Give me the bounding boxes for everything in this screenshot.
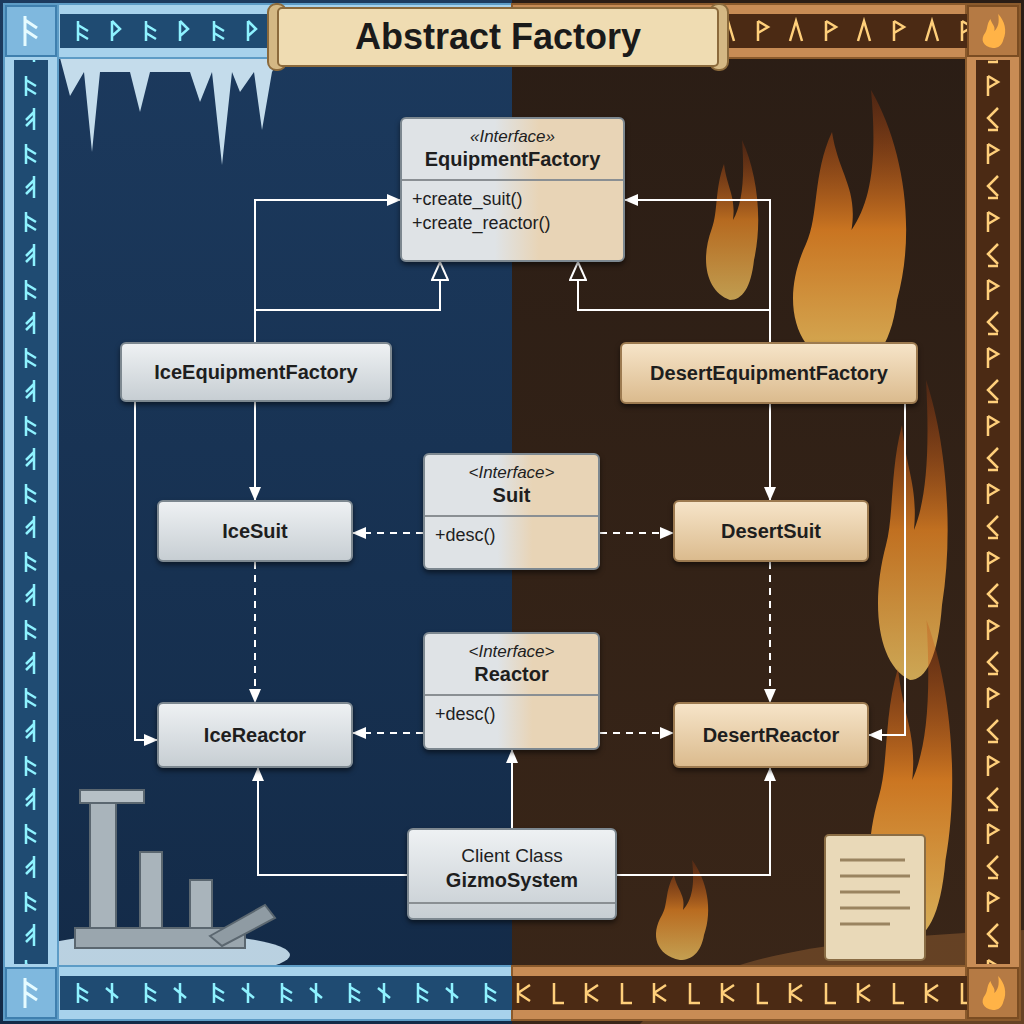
- stereotype: <Interface>: [468, 455, 554, 483]
- class-name: Reactor: [474, 662, 548, 694]
- connector: [625, 200, 770, 342]
- fire-frame: [512, 966, 1020, 1020]
- title-scroll: [278, 8, 718, 66]
- class-name: IceReactor: [204, 723, 306, 747]
- class-name: DesertEquipmentFactory: [650, 361, 888, 385]
- stereotype: <Interface>: [468, 634, 554, 662]
- flame: [878, 380, 948, 680]
- diagram-title: Abstract Factory: [278, 8, 718, 66]
- fallen-column: [210, 905, 275, 946]
- connector: [258, 768, 407, 875]
- connector: [255, 200, 400, 342]
- interface-box: <Interface>Reactor+desc(): [423, 632, 600, 750]
- method-list: +create_suit() +create_reactor(): [402, 179, 623, 260]
- rune-channel: [976, 60, 1010, 964]
- rune-channel: [720, 14, 974, 48]
- class-name: EquipmentFactory: [425, 147, 601, 179]
- connector: [600, 532, 673, 534]
- runes: [512, 976, 974, 1010]
- method-list: +desc(): [425, 694, 598, 748]
- rune-channel: [60, 14, 275, 48]
- icicles: [60, 58, 280, 165]
- flame: [793, 90, 906, 370]
- connector: [511, 750, 513, 828]
- connector: [578, 262, 770, 342]
- corner-block: [6, 6, 56, 56]
- ice-frame: [4, 966, 512, 1020]
- connector: [617, 768, 770, 875]
- class-name: DesertReactor: [703, 723, 840, 747]
- corner-rune: [25, 16, 37, 46]
- class-name: IceSuit: [222, 519, 288, 543]
- connector: [353, 732, 423, 734]
- rune-channel: [60, 976, 512, 1010]
- class-box: IceEquipmentFactory: [120, 342, 392, 402]
- client-class-box: Client ClassGizmoSystem: [407, 828, 617, 920]
- interface-box: «Interface»EquipmentFactory+create_suit(…: [400, 117, 625, 262]
- corner-flame: [983, 976, 1006, 1010]
- class-box: IceReactor: [157, 702, 353, 768]
- rune-channel: [14, 60, 48, 964]
- runes: [60, 976, 512, 1010]
- ruin-column: [90, 800, 116, 928]
- connector: [769, 562, 771, 702]
- runes: [976, 60, 1010, 964]
- connector: [254, 562, 256, 702]
- connector: [353, 532, 423, 534]
- runes: [720, 14, 974, 48]
- connector: [769, 404, 771, 500]
- method-list: +desc(): [425, 515, 598, 568]
- class-box: DesertReactor: [673, 702, 869, 768]
- rune-channel: [512, 976, 974, 1010]
- ruin-column: [190, 880, 212, 928]
- corner-block: [968, 6, 1018, 56]
- class-name: Suit: [493, 483, 531, 515]
- connector: [600, 732, 673, 734]
- connector: [255, 262, 440, 342]
- ice-frame: [4, 4, 58, 1020]
- class-name: Client Class: [461, 844, 562, 868]
- ruin-column: [140, 852, 162, 928]
- connector: [135, 402, 157, 740]
- class-box: DesertSuit: [673, 500, 869, 562]
- ruin-lintel: [80, 790, 144, 803]
- runes: [60, 14, 275, 48]
- connector: [254, 402, 256, 500]
- corner-flame: [983, 14, 1006, 48]
- class-name: IceEquipmentFactory: [154, 360, 357, 384]
- parchment: [825, 835, 925, 960]
- class-box: IceSuit: [157, 500, 353, 562]
- class-box: DesertEquipmentFactory: [620, 342, 918, 404]
- corner-block: [968, 968, 1018, 1018]
- parchment-lines: [840, 860, 910, 924]
- corner-block: [6, 968, 56, 1018]
- flame: [706, 140, 758, 300]
- connector: [869, 404, 905, 735]
- class-name: GizmoSystem: [446, 868, 578, 892]
- runes: [14, 60, 48, 964]
- fire-frame: [966, 4, 1020, 1020]
- interface-box: <Interface>Suit+desc(): [423, 453, 600, 570]
- stereotype: «Interface»: [470, 119, 555, 147]
- class-name: DesertSuit: [721, 519, 821, 543]
- corner-rune: [25, 978, 37, 1008]
